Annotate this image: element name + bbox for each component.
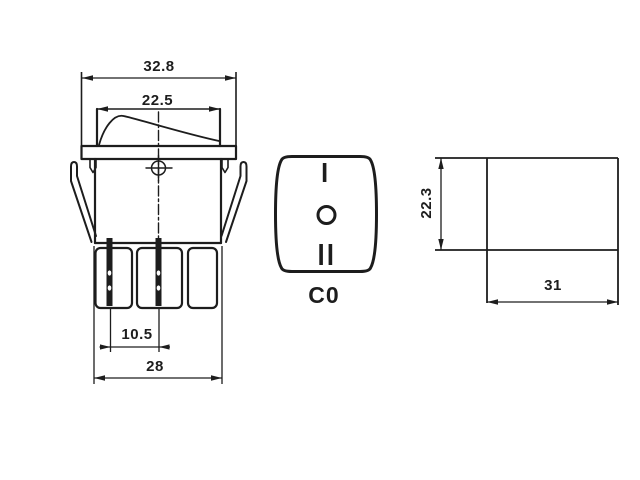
right-locating-foot (221, 158, 229, 174)
dim-label-cutout-height: 22.3 (418, 187, 435, 218)
actuator-outline-group (274, 155, 378, 273)
actuator-outline (274, 155, 378, 273)
cutout-dimension-lines (440, 158, 618, 303)
actuator-face-drawing: C0 (274, 155, 378, 308)
side-view-drawing: 32.8 22.5 10.5 28 (70, 58, 248, 384)
cutout-arrows (438, 158, 618, 305)
dim-label-rocker-width: 22.5 (142, 92, 173, 109)
dim-label-flange-width: 32.8 (143, 58, 174, 75)
actuator-markings (319, 163, 333, 265)
actuator-type-label: C0 (308, 282, 339, 308)
position-two-marking-bar2 (328, 244, 333, 265)
dim-arrow-inward (100, 344, 111, 350)
terminal-blade-holes (107, 270, 161, 291)
dim-label-terminal-spacing: 10.5 (121, 326, 152, 343)
actuator-label-group: C0 (308, 282, 339, 308)
dim-label-body-width: 28 (146, 358, 164, 375)
position-off-marking (316, 205, 337, 225)
rocker-curve-profile (98, 115, 220, 146)
position-on-marking (322, 163, 327, 182)
cutout-object-lines (435, 157, 619, 305)
dim-label-cutout-width: 31 (544, 277, 562, 294)
panel-cutout-drawing: 22.3 31 (418, 157, 619, 305)
terminal-slot-1 (94, 246, 134, 310)
dim-arrow-left (94, 375, 105, 381)
terminal-hole (156, 270, 161, 276)
dim-arrow-right (225, 75, 236, 81)
right-retaining-clip (220, 161, 248, 243)
dim-arrow-down (438, 239, 444, 250)
terminal-hole (156, 285, 161, 291)
dim-arrow-right (209, 106, 220, 112)
dim-arrow-up (438, 158, 444, 169)
dim-arrow-left (487, 299, 498, 305)
position-two-marking-bar1 (319, 244, 323, 265)
side-view-labels: 32.8 22.5 10.5 28 (121, 58, 174, 375)
dim-arrow-right (607, 299, 618, 305)
left-retaining-clip (70, 161, 97, 243)
cutout-labels: 22.3 31 (418, 187, 562, 294)
dim-arrow-inward (159, 344, 170, 350)
dim-arrow-left (97, 106, 108, 112)
dim-arrow-right (211, 375, 222, 381)
dim-arrow-left (82, 75, 93, 81)
terminal-hole (107, 270, 112, 276)
terminal-slot-3 (186, 246, 219, 310)
side-view-dimension-lines (80, 72, 237, 384)
terminal-hole (107, 285, 112, 291)
